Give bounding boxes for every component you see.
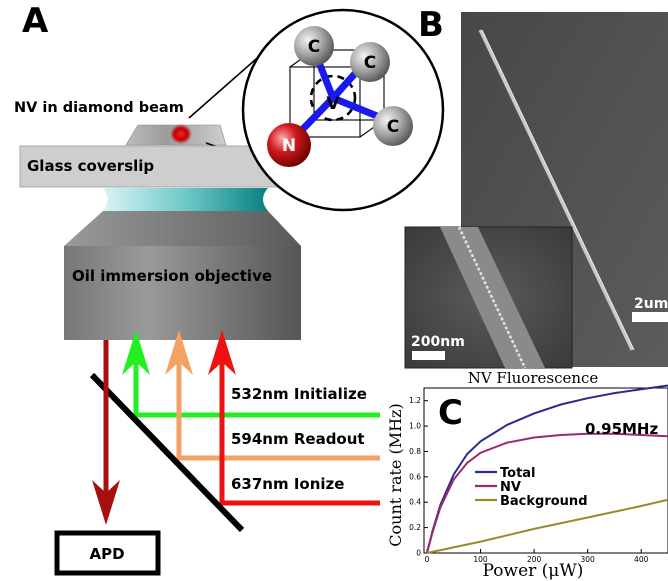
laser-637-arrowhead (208, 330, 236, 375)
y-tick-label: 0.6 (409, 472, 421, 481)
apd-box (54, 530, 161, 576)
y-tick-label: 1.0 (409, 422, 421, 431)
y-axis-ticks: 0 0.2 0.4 0.6 0.8 1.0 1.2 (409, 396, 428, 558)
atom-label-n: N (282, 136, 296, 156)
objective-body (64, 246, 301, 340)
dichroic-mirror (89, 372, 245, 533)
legend-label: NV (500, 480, 521, 495)
scalebar-main (632, 312, 668, 322)
carbon-atom-right (350, 42, 390, 82)
chart-annotation: 0.95MHz (585, 420, 658, 438)
x-tick-label: 400 (634, 555, 649, 564)
apd-label: APD (89, 545, 124, 563)
atom-label-c1: C (308, 37, 320, 57)
series-line-nv (426, 432, 668, 554)
x-tick-label: 100 (473, 555, 488, 564)
series-line-total (426, 384, 668, 554)
panel-label-c: C (438, 393, 463, 433)
laser-594-path (176, 357, 380, 461)
sem-inset-beam-ridge (457, 226, 527, 369)
objective-top (64, 211, 301, 246)
chart-series (426, 384, 668, 554)
y-tick-label: 0.2 (409, 523, 421, 532)
nitrogen-atom (267, 123, 311, 167)
atom-label-c3: C (387, 117, 399, 137)
chart-title: NV Fluorescence (468, 369, 599, 387)
x-tick-label: 300 (581, 555, 596, 564)
y-tick-label: 0.4 (409, 498, 421, 507)
coverslip-label: Glass coverslip (27, 157, 154, 175)
laser-label-532: 532nm Initialize (231, 385, 367, 403)
vacancy-label: V (326, 94, 340, 114)
legend-label: Total (500, 466, 536, 481)
series-line-background (426, 498, 668, 554)
laser-637-path (219, 357, 380, 506)
laser-532-arrowhead (122, 330, 150, 375)
atom-label-c2: C (364, 53, 376, 73)
x-tick-label: 0 (425, 555, 430, 564)
carbon-atom-top (294, 26, 334, 66)
legend-label: Background (500, 494, 588, 509)
panel-label-b: B (418, 5, 444, 45)
sem-inset-beam (440, 227, 545, 368)
laser-594-arrowhead (165, 330, 193, 375)
y-tick-label: 0.8 (409, 447, 421, 456)
scalebar-inset-label: 200nm (411, 334, 465, 350)
fluorescence-chart: NV Fluorescence 0 0.2 0.4 0.6 0.8 1.0 1.2 0 100… (386, 369, 668, 581)
y-tick-label: 0 (416, 549, 421, 558)
laser-label-637: 637nm Ionize (231, 475, 344, 493)
nv-label: NV in diamond beam (14, 100, 184, 116)
oil-drop (103, 188, 268, 211)
x-tick-label: 200 (527, 555, 542, 564)
carbon-atom-bottom-right (373, 106, 413, 146)
laser-label-594: 594nm Readout (231, 430, 365, 448)
scalebar-main-label: 2um (634, 296, 668, 312)
nv-center-dot (170, 124, 192, 144)
apd-arrowhead (92, 480, 120, 525)
sem-nanobeam-highlight (481, 29, 635, 351)
panel-label-a: A (22, 1, 49, 41)
scalebar-inset (412, 351, 445, 360)
sem-nanobeam (478, 29, 634, 351)
lattice-inset-circle (241, 8, 445, 212)
x-axis-label: Power (μW) (483, 561, 584, 581)
y-axis-label: Count rate (MHz) (386, 403, 405, 546)
laser-532-path (133, 356, 380, 418)
vacancy-circle (309, 74, 357, 122)
y-tick-label: 1.2 (409, 396, 421, 405)
objective-label: Oil immersion objective (72, 267, 272, 285)
